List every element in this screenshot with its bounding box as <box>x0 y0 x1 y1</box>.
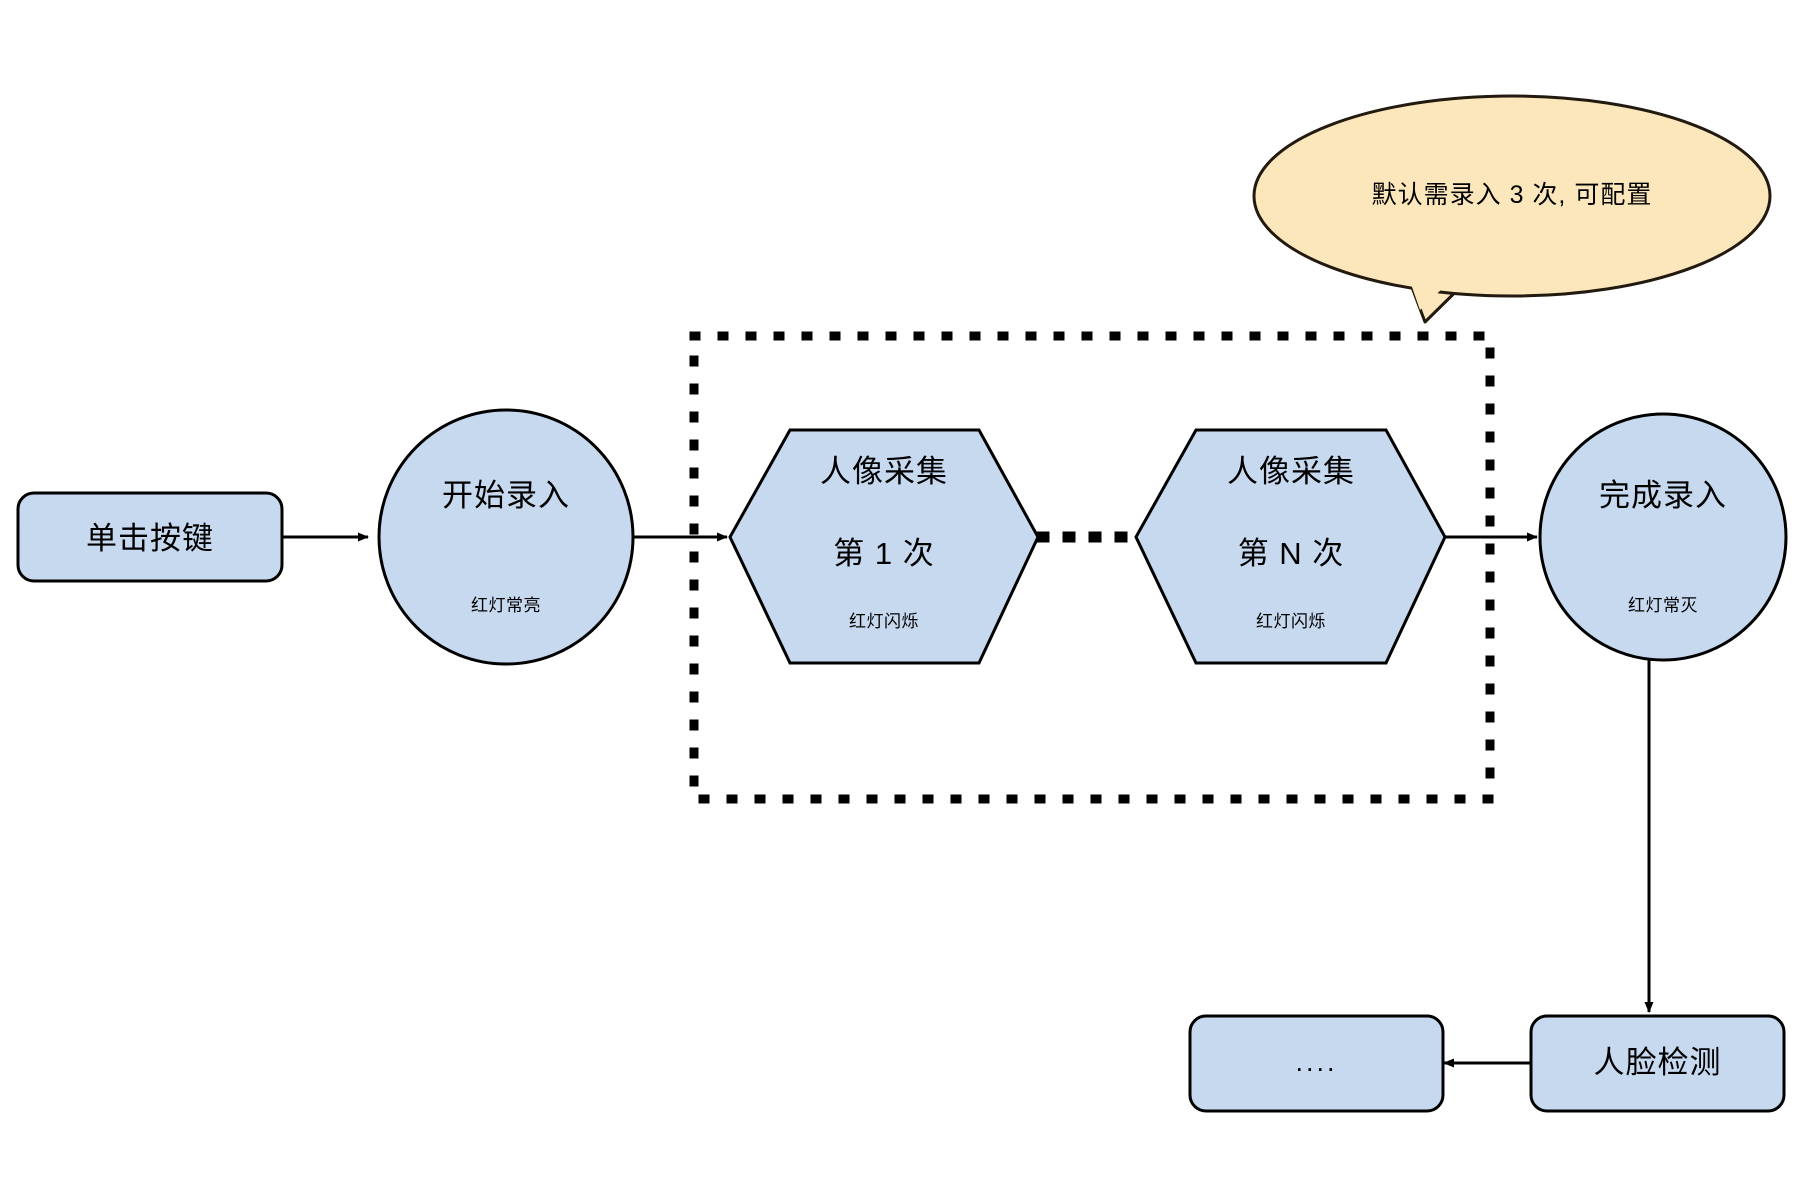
capture-loop-group-border <box>689 331 1495 804</box>
node-click-button-shape[interactable] <box>16 491 284 583</box>
node-face-detect-shape[interactable] <box>1529 1014 1786 1113</box>
node-capture-nth-shape[interactable] <box>1134 428 1447 665</box>
node-capture-first-shape[interactable] <box>728 428 1040 665</box>
callout-bubble-shape[interactable] <box>1252 94 1772 298</box>
callout-tail-seam-mask <box>1404 262 1470 310</box>
node-finish-enroll-shape[interactable] <box>1538 412 1788 662</box>
node-more-steps-shape[interactable] <box>1188 1014 1445 1113</box>
node-start-enroll-shape[interactable] <box>377 408 635 666</box>
